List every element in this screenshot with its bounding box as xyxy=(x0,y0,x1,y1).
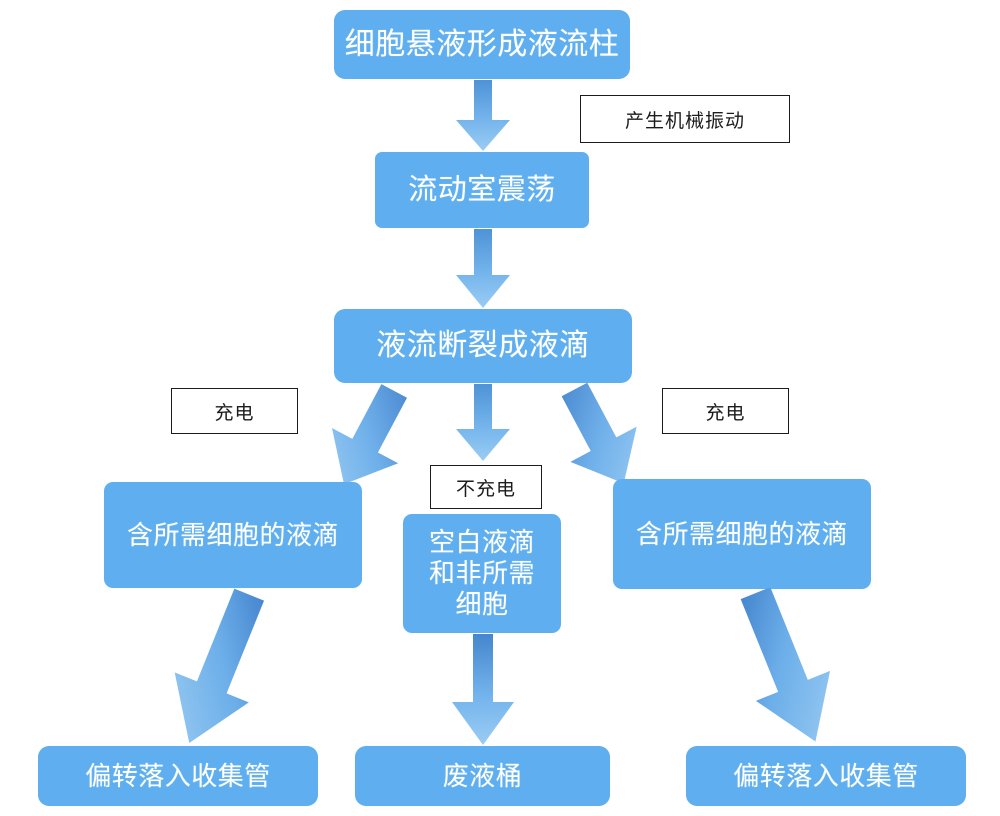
node-right-collection-tube[interactable]: 偏转落入收集管 xyxy=(686,746,966,806)
node-left-collection-tube[interactable]: 偏转落入收集管 xyxy=(38,746,318,806)
arrow-droplets-to-middle-blank xyxy=(452,384,514,462)
node-blank-and-unwanted-cells[interactable]: 空白液滴 和非所需 细胞 xyxy=(403,514,561,633)
arrow-stream-to-oscillate xyxy=(452,80,514,152)
node-right-wanted-droplet[interactable]: 含所需细胞的液滴 xyxy=(613,479,871,589)
label-charge-left[interactable]: 充电 xyxy=(171,388,298,434)
label-mechanical-vibration[interactable]: 产生机械振动 xyxy=(580,95,790,143)
node-stream-breaks-into-droplets[interactable]: 液流断裂成液滴 xyxy=(334,309,632,383)
node-flow-cell-oscillation[interactable]: 流动室震荡 xyxy=(375,152,589,228)
arrow-right-wanted-to-collect xyxy=(712,588,857,750)
arrow-blank-to-waste xyxy=(448,634,518,746)
arrow-droplets-to-left-wanted xyxy=(312,382,424,492)
arrow-left-wanted-to-collect xyxy=(145,588,290,750)
arrow-oscillate-to-droplets xyxy=(452,229,514,309)
arrow-droplets-to-right-wanted xyxy=(542,382,654,492)
node-waste-container[interactable]: 废液桶 xyxy=(355,746,610,806)
node-left-wanted-droplet[interactable]: 含所需细胞的液滴 xyxy=(104,482,362,588)
node-cell-suspension-stream[interactable]: 细胞悬液形成液流柱 xyxy=(334,10,630,79)
label-charge-right[interactable]: 充电 xyxy=(662,388,789,434)
label-no-charge[interactable]: 不充电 xyxy=(430,465,542,509)
